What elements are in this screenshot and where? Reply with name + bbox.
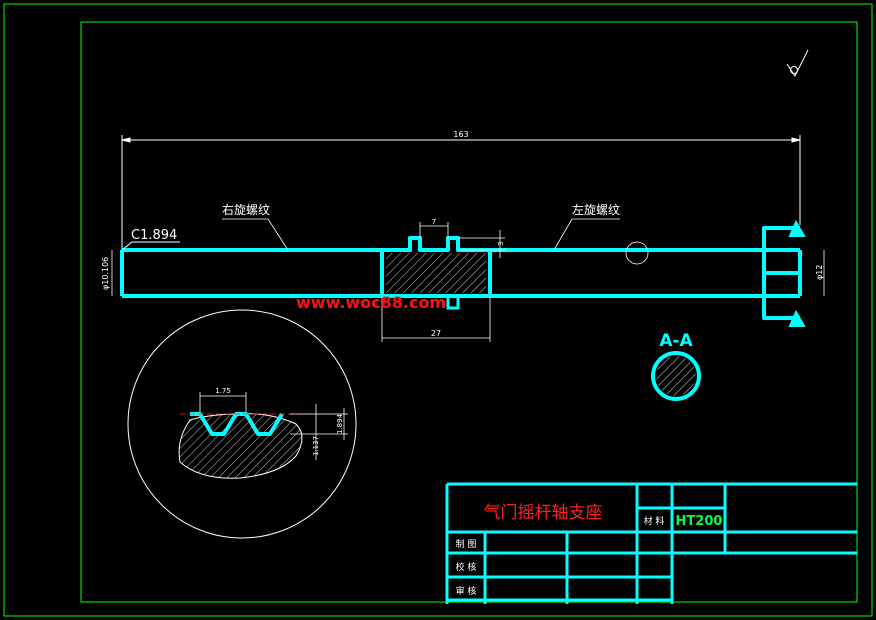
- section-outer: [651, 351, 701, 401]
- detail-pitch-text: 1.75: [215, 387, 231, 395]
- row-label-draw: 制 图: [456, 538, 477, 550]
- material-value: HT200: [676, 514, 723, 529]
- groove-dimensions: [419, 222, 505, 258]
- row-label-approve: 审 核: [456, 585, 477, 597]
- overall-length-text: 163: [453, 130, 468, 139]
- left-diameter-text: φ10.106: [101, 257, 110, 290]
- shaft-outline: [120, 226, 802, 320]
- row-label-check: 校 核: [456, 561, 477, 573]
- left-thread-leader-2: [553, 218, 573, 251]
- left-thread-label: 左旋螺纹: [572, 202, 620, 217]
- roughness-symbol: [786, 49, 809, 77]
- detail-depth-text: 1.137: [312, 436, 320, 456]
- section-hatch: [656, 356, 696, 396]
- hatched-length-text: 27: [431, 329, 441, 338]
- sheet-border-outer: [3, 3, 873, 617]
- watermark: www.woc88.com: [296, 293, 446, 312]
- right-diameter-text: φ12: [815, 265, 824, 280]
- detail-offset-text: 1.894: [336, 413, 344, 434]
- right-thread-leader-2: [267, 218, 289, 251]
- groove-depth-text: 3: [497, 242, 505, 246]
- material-label: 材 料: [644, 515, 665, 527]
- title-block-lines: [445, 482, 857, 604]
- hatched-region: [386, 253, 486, 293]
- section-marker-arrows: [788, 219, 806, 327]
- hatched-length-dimension: [381, 296, 491, 342]
- groove-width-text: 7: [432, 218, 436, 226]
- section-title: A-A: [659, 331, 693, 351]
- part-name: 气门摇杆轴支座: [484, 503, 603, 523]
- overall-length-dimension: [121, 135, 801, 250]
- right-thread-label: 右旋螺纹: [222, 202, 270, 217]
- detail-circle: [127, 309, 357, 539]
- reference-circle: [625, 241, 649, 265]
- chamfer-leader: [121, 241, 180, 251]
- chamfer-text: C1.894: [131, 228, 177, 243]
- detail-dimensions: [199, 392, 348, 460]
- sheet-border-inner: [80, 21, 858, 603]
- groove-notch-bottom: [446, 296, 460, 310]
- detail-hatched-blob: [178, 413, 303, 479]
